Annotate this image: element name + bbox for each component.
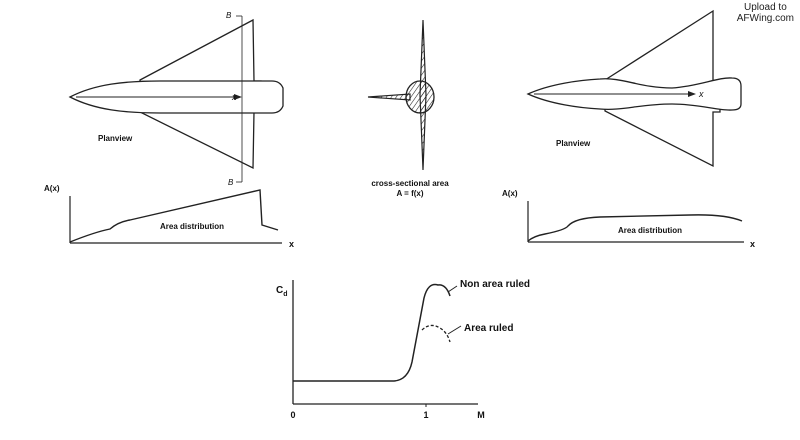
left-aircraft: x B B Planview xyxy=(68,11,284,187)
right-area-graph: A(x) x Area distribution xyxy=(502,189,755,249)
watermark: Upload to AFWing.com xyxy=(737,2,794,24)
cross-section-formula: A = f(x) xyxy=(396,189,423,198)
drag-curve-area-ruled xyxy=(421,324,451,343)
drag-label-non-area-ruled: Non area ruled xyxy=(460,279,530,290)
right-delta-wing xyxy=(604,9,721,168)
left-graph-ylabel: A(x) xyxy=(44,184,60,193)
drag-leader-area-ruled xyxy=(447,325,462,335)
drag-curve-non-area-ruled xyxy=(293,283,451,382)
cross-section-horizontal-wing xyxy=(367,93,411,101)
drag-chart-ylabel-main: C xyxy=(276,285,283,296)
cross-section-fuselage xyxy=(405,80,435,114)
cross-section: cross-sectional area A = f(x) xyxy=(367,19,449,198)
left-planview-label: Planview xyxy=(98,134,133,143)
left-graph-caption: Area distribution xyxy=(160,222,224,231)
left-axis-x-label: x xyxy=(231,92,237,102)
left-graph-xlabel: x xyxy=(289,239,294,249)
left-section-label-bottom: B xyxy=(228,178,234,187)
drag-chart-ylabel-sub: d xyxy=(283,291,287,298)
watermark-line-1: Upload to xyxy=(743,2,787,13)
left-area-graph: A(x) x Area distribution xyxy=(44,184,294,249)
drag-chart: Cd 0 1 M Non area ruled Area ruled xyxy=(276,279,530,420)
right-axis-x-label: x xyxy=(698,89,704,99)
right-aircraft: x Planview xyxy=(526,9,742,168)
right-centerline-arrow xyxy=(688,91,696,97)
drag-chart-tick-0-label: 0 xyxy=(290,410,295,420)
right-graph-xlabel: x xyxy=(750,239,755,249)
drag-chart-tick-1-label: 1 xyxy=(423,410,428,420)
right-graph-ylabel: A(x) xyxy=(502,189,518,198)
left-area-curve xyxy=(69,189,279,243)
drag-leader-non-area-ruled xyxy=(447,285,458,293)
drag-label-area-ruled: Area ruled xyxy=(464,323,513,334)
cross-section-title: cross-sectional area xyxy=(371,179,449,188)
left-centerline-arrow xyxy=(234,94,242,100)
right-area-curve xyxy=(527,214,743,242)
drag-chart-ylabel: Cd xyxy=(276,285,288,298)
right-graph-caption: Area distribution xyxy=(618,226,682,235)
right-planview-label: Planview xyxy=(556,139,591,148)
drag-chart-xlabel: M xyxy=(477,410,485,420)
watermark-line-2: AFWing.com xyxy=(736,13,794,24)
left-section-label-top: B xyxy=(226,11,232,20)
